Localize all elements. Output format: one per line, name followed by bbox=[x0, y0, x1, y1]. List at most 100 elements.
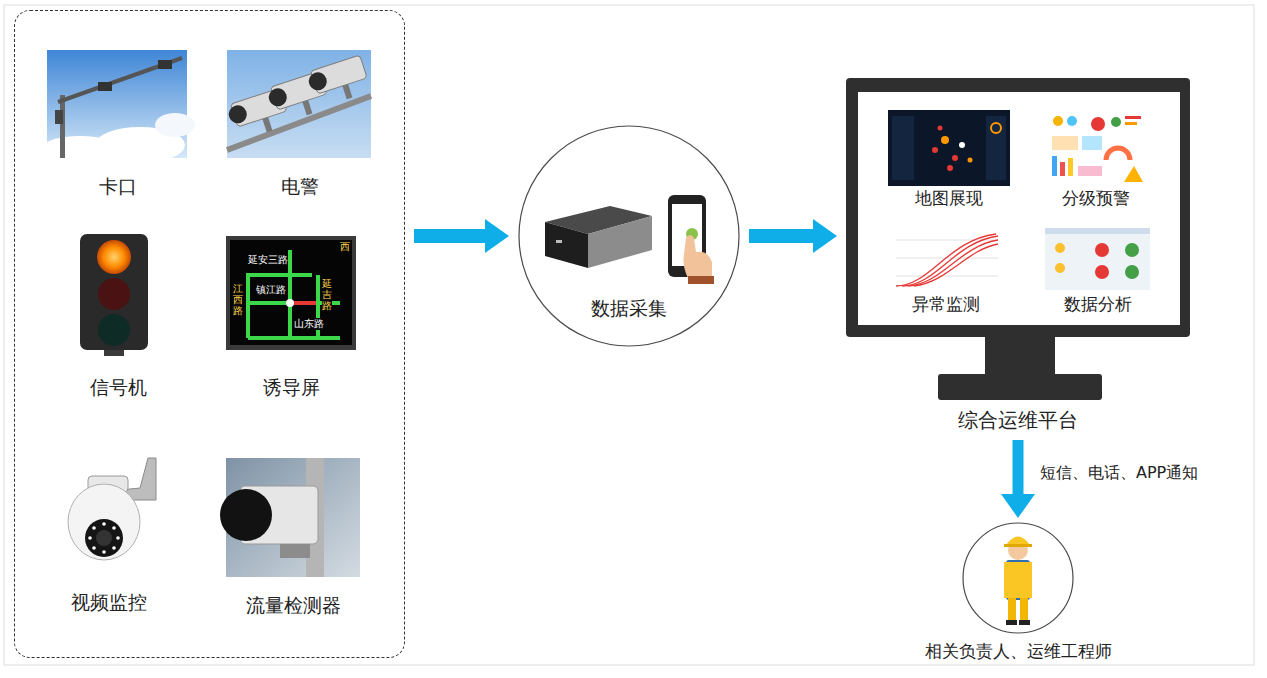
guidance-screen-picture bbox=[246, 250, 340, 338]
map-thumbnail bbox=[968, 158, 973, 163]
map-thumbnail bbox=[888, 110, 1010, 186]
dome-camera-picture bbox=[88, 522, 120, 554]
circle-outline bbox=[519, 126, 739, 346]
warning-thumbnail bbox=[1125, 122, 1137, 125]
analysis-thumbnail bbox=[1095, 265, 1109, 279]
checkpoint-picture bbox=[40, 50, 195, 164]
map-thumbnail bbox=[888, 110, 1010, 186]
analysis-thumbnail bbox=[1045, 228, 1150, 290]
guidance-screen-picture bbox=[226, 236, 356, 350]
node-label: 电警 bbox=[281, 174, 319, 198]
node-label: 分级预警 bbox=[1062, 188, 1130, 209]
map-thumbnail bbox=[959, 142, 965, 148]
monitor-picture bbox=[985, 337, 1055, 375]
anomaly-thumbnail bbox=[908, 240, 998, 286]
checkpoint-picture bbox=[155, 113, 195, 137]
monitor-picture bbox=[938, 374, 1102, 400]
flow-detector-picture bbox=[220, 489, 272, 541]
dome-camera-picture bbox=[96, 530, 112, 546]
checkpoint-picture bbox=[58, 58, 182, 102]
checkpoint-picture bbox=[158, 60, 172, 69]
node-label: 流量检测器 bbox=[246, 593, 341, 617]
analysis-thumbnail bbox=[1095, 243, 1109, 257]
warning-thumbnail bbox=[1078, 166, 1102, 176]
engineer-picture bbox=[1019, 620, 1030, 625]
monitor-picture bbox=[858, 92, 1180, 325]
circle-outline bbox=[962, 522, 1074, 634]
server-and-phone-picture bbox=[545, 195, 714, 284]
dome-camera-picture bbox=[102, 550, 106, 554]
engineer-picture bbox=[1008, 598, 1016, 622]
anomaly-thumbnail bbox=[902, 236, 998, 286]
engineer-picture bbox=[1006, 537, 1030, 546]
traffic-signal-picture bbox=[80, 234, 148, 350]
anomaly-thumbnail bbox=[896, 276, 998, 277]
checkpoint-picture bbox=[60, 95, 65, 158]
guidance-screen-picture bbox=[246, 273, 312, 277]
dome-camera-picture bbox=[102, 522, 106, 526]
warning-thumbnail bbox=[1067, 116, 1077, 126]
node-label: 视频监控 bbox=[71, 590, 147, 614]
analysis-thumbnail bbox=[1045, 228, 1150, 234]
anomaly-thumbnail bbox=[896, 234, 998, 286]
map-thumbnail bbox=[952, 155, 958, 161]
engineer-picture bbox=[1006, 620, 1017, 625]
warning-thumbnail bbox=[1124, 166, 1143, 182]
flow-detector-picture bbox=[280, 544, 310, 558]
server-and-phone-picture bbox=[588, 216, 652, 268]
device-group: 卡口电警信号机诱导屏视频监控流量检测器 bbox=[14, 10, 405, 658]
guidance-screen-picture bbox=[287, 272, 293, 278]
warning-thumbnail bbox=[1052, 136, 1078, 150]
dome-camera-picture bbox=[85, 519, 123, 557]
server-and-phone-picture bbox=[545, 222, 588, 268]
anomaly-thumbnail bbox=[914, 244, 998, 286]
node-label: 卡口 bbox=[99, 174, 137, 198]
red-light-camera-picture bbox=[262, 117, 272, 132]
map-thumbnail bbox=[938, 126, 943, 131]
street-name: 山东路 bbox=[294, 318, 324, 330]
engineer-circle: 相关负责人、运维工程师 bbox=[962, 522, 1074, 634]
warning-thumbnail bbox=[1048, 112, 1143, 186]
device-tile: 流量检测器 bbox=[221, 459, 366, 617]
flow-arrow bbox=[1013, 440, 1024, 494]
warning-thumbnail bbox=[1048, 112, 1143, 186]
device-tile: 信号机 bbox=[71, 233, 165, 399]
traffic-signal-picture bbox=[98, 314, 130, 346]
map-thumbnail bbox=[991, 123, 1001, 133]
platform-module: 异常监测 bbox=[888, 228, 1004, 316]
guidance-screen-picture bbox=[292, 301, 316, 305]
street-name: 延吉路 bbox=[322, 278, 332, 311]
monitor-picture bbox=[846, 78, 1190, 337]
guidance-screen-picture bbox=[288, 250, 292, 338]
platform-module: 地图展现 bbox=[888, 110, 1010, 210]
traffic-signal-picture bbox=[104, 350, 124, 356]
node-label: 数据采集 bbox=[591, 296, 667, 320]
analysis-thumbnail bbox=[1055, 263, 1065, 273]
map-thumbnail bbox=[947, 165, 953, 171]
analysis-thumbnail bbox=[1125, 243, 1139, 257]
anomaly-thumbnail bbox=[896, 234, 996, 286]
device-tile: 视频监控 bbox=[51, 456, 166, 613]
dome-camera-picture bbox=[116, 536, 120, 540]
dome-camera-picture bbox=[88, 536, 92, 540]
warning-thumbnail bbox=[1052, 156, 1057, 176]
node-label: 地图展现 bbox=[915, 188, 983, 209]
map-thumbnail bbox=[986, 116, 1006, 180]
guidance-screen-picture bbox=[230, 240, 352, 345]
dome-camera-picture bbox=[112, 526, 116, 530]
map-thumbnail bbox=[941, 136, 949, 144]
edge-label: 短信、电话、APP通知 bbox=[1038, 463, 1200, 483]
guidance-screen-picture bbox=[226, 236, 356, 350]
red-light-camera-picture bbox=[306, 70, 329, 93]
warning-thumbnail bbox=[1082, 136, 1102, 150]
warning-thumbnail bbox=[1091, 117, 1105, 131]
red-light-camera-picture bbox=[302, 100, 312, 115]
collector-circle: 数据采集 bbox=[518, 125, 740, 347]
dome-camera-picture bbox=[112, 546, 116, 550]
warning-thumbnail bbox=[1106, 148, 1130, 160]
checkpoint-picture bbox=[98, 82, 112, 91]
anomaly-thumbnail bbox=[892, 228, 1000, 290]
checkpoint-picture bbox=[55, 110, 63, 124]
red-light-camera-picture bbox=[342, 84, 352, 99]
map-thumbnail bbox=[892, 116, 914, 180]
